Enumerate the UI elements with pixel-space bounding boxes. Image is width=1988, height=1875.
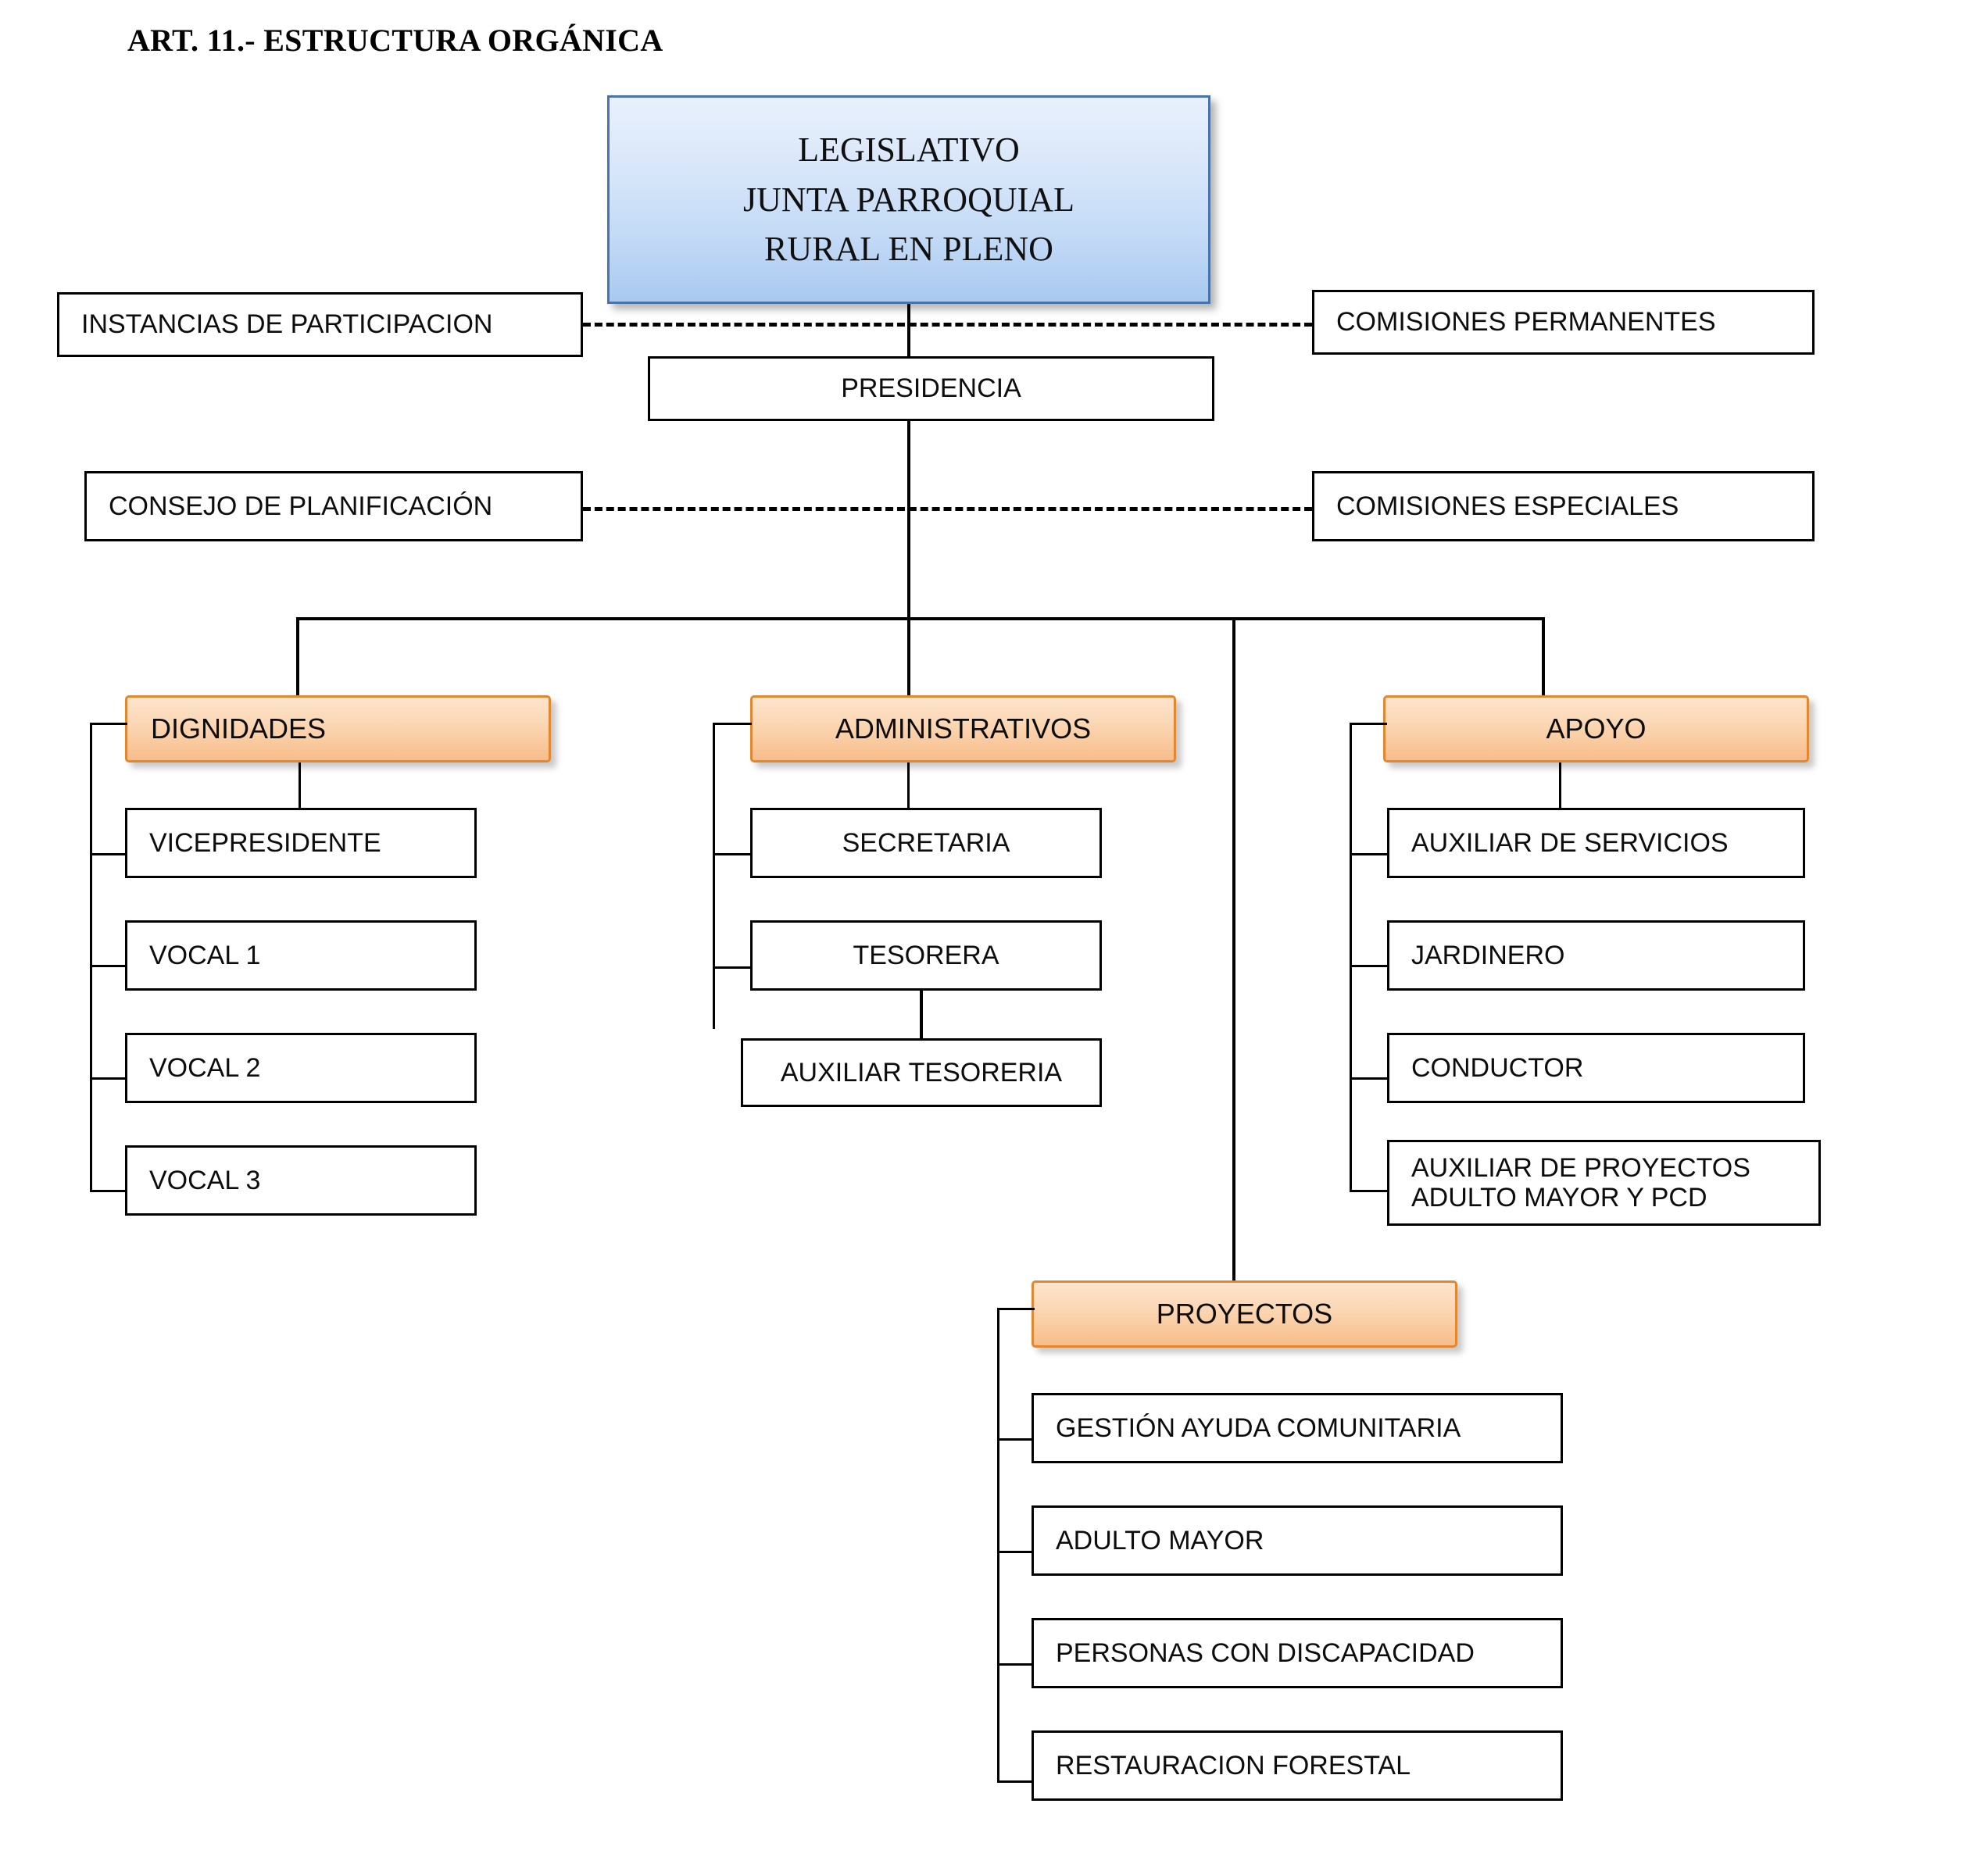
spine-apoyo	[1350, 723, 1352, 1192]
node-label: VOCAL 1	[149, 940, 261, 970]
page-title: ART. 11.- ESTRUCTURA ORGÁNICA	[127, 23, 663, 58]
node-label-multiline: AUXILIAR DE PROYECTOS ADULTO MAYOR Y PCD	[1411, 1153, 1818, 1212]
node-secretaria[interactable]: SECRETARIA	[750, 808, 1102, 878]
connector-root-to-presidencia	[907, 304, 910, 356]
node-vocal-3[interactable]: VOCAL 3	[125, 1145, 477, 1216]
stub-dignidades-child-3	[90, 1190, 127, 1192]
node-label: CONSEJO DE PLANIFICACIÓN	[109, 491, 493, 521]
stub-apoyo-child-1	[1350, 965, 1387, 967]
node-consejo-de-planificacion[interactable]: CONSEJO DE PLANIFICACIÓN	[84, 471, 583, 541]
stub-dignidades-child-0	[90, 853, 127, 855]
node-label: TESORERA	[853, 940, 999, 970]
node-label: AUXILIAR DE SERVICIOS	[1411, 827, 1729, 858]
connector-apoyo-to-auxiliar-servicios	[1559, 762, 1561, 808]
node-auxiliar-de-proyectos-adulto-mayor-pcd[interactable]: AUXILIAR DE PROYECTOS ADULTO MAYOR Y PCD	[1387, 1140, 1821, 1226]
stub-dignidades-child-1	[90, 965, 127, 967]
node-jardinero[interactable]: JARDINERO	[1387, 920, 1805, 991]
stub-apoyo-child-3	[1350, 1190, 1387, 1192]
stub-administrativos-child-1	[713, 966, 752, 969]
stub-proyectos-child-2	[997, 1663, 1035, 1666]
node-label: COMISIONES ESPECIALES	[1336, 491, 1679, 521]
dashed-link-instancias-comisiones-permanentes	[583, 323, 1312, 327]
connector-bus-to-proyectos	[1232, 617, 1235, 1280]
root-line-1: LEGISLATIVO	[798, 130, 1020, 169]
node-personas-con-discapacidad[interactable]: PERSONAS CON DISCAPACIDAD	[1032, 1618, 1563, 1688]
node-vocal-2[interactable]: VOCAL 2	[125, 1033, 477, 1103]
root-line-3: RURAL EN PLENO	[764, 230, 1053, 269]
node-vicepresidente[interactable]: VICEPRESIDENTE	[125, 808, 477, 878]
connector-dignidades-to-vicepresidente	[299, 762, 301, 808]
group-header-apoyo[interactable]: APOYO	[1383, 695, 1809, 762]
root-line-2: JUNTA PARROQUIAL	[743, 180, 1074, 219]
node-label: RESTAURACION FORESTAL	[1056, 1750, 1411, 1780]
group-label: DIGNIDADES	[151, 712, 327, 745]
node-restauracion-forestal[interactable]: RESTAURACION FORESTAL	[1032, 1730, 1563, 1801]
node-auxiliar-tesoreria[interactable]: AUXILIAR TESORERIA	[741, 1038, 1102, 1107]
node-legislativo-junta-parroquial[interactable]: LEGISLATIVO JUNTA PARROQUIAL RURAL EN PL…	[607, 95, 1210, 304]
node-label: INSTANCIAS DE PARTICIPACION	[81, 309, 493, 340]
group-header-administrativos[interactable]: ADMINISTRATIVOS	[750, 695, 1176, 762]
connector-bus-to-administrativos	[907, 617, 910, 695]
connector-presidencia-trunk	[907, 421, 910, 619]
node-label-line-2: ADULTO MAYOR Y PCD	[1411, 1183, 1707, 1212]
stub-proyectos-child-1	[997, 1551, 1035, 1553]
node-label: AUXILIAR TESORERIA	[780, 1057, 1063, 1088]
node-label: JARDINERO	[1411, 940, 1565, 970]
node-label: SECRETARIA	[842, 827, 1010, 858]
node-label: VOCAL 2	[149, 1052, 261, 1083]
node-label: CONDUCTOR	[1411, 1052, 1584, 1083]
stub-apoyo-header	[1350, 723, 1387, 725]
stub-administrativos-child-0	[713, 853, 752, 855]
node-tesorera[interactable]: TESORERA	[750, 920, 1102, 991]
node-label: PERSONAS CON DISCAPACIDAD	[1056, 1638, 1475, 1668]
node-vocal-1[interactable]: VOCAL 1	[125, 920, 477, 991]
connector-bus-to-dignidades	[296, 617, 299, 695]
node-comisiones-permanentes[interactable]: COMISIONES PERMANENTES	[1312, 290, 1815, 355]
spine-proyectos	[997, 1308, 999, 1783]
spine-administrativos	[713, 723, 715, 1029]
group-label: ADMINISTRATIVOS	[835, 712, 1092, 745]
stub-proyectos-header	[997, 1308, 1035, 1310]
node-label: COMISIONES PERMANENTES	[1336, 307, 1716, 338]
spine-dignidades	[90, 723, 92, 1192]
node-comisiones-especiales[interactable]: COMISIONES ESPECIALES	[1312, 471, 1815, 541]
stub-proyectos-child-0	[997, 1438, 1035, 1441]
group-label: PROYECTOS	[1156, 1298, 1333, 1330]
stub-proyectos-child-3	[997, 1780, 1035, 1783]
node-auxiliar-de-servicios[interactable]: AUXILIAR DE SERVICIOS	[1387, 808, 1805, 878]
stub-administrativos-header	[713, 723, 752, 725]
group-label: APOYO	[1546, 712, 1647, 745]
node-label-line-1: AUXILIAR DE PROYECTOS	[1411, 1152, 1750, 1183]
node-instancias-de-participacion[interactable]: INSTANCIAS DE PARTICIPACION	[57, 292, 583, 357]
node-conductor[interactable]: CONDUCTOR	[1387, 1033, 1805, 1103]
node-label: PRESIDENCIA	[841, 373, 1021, 404]
connector-administrativos-to-secretaria	[907, 762, 910, 808]
stub-apoyo-child-2	[1350, 1077, 1387, 1080]
node-label: VOCAL 3	[149, 1165, 261, 1195]
group-header-dignidades[interactable]: DIGNIDADES	[125, 695, 551, 762]
connector-bus-to-apoyo	[1542, 617, 1545, 695]
node-label: ADULTO MAYOR	[1056, 1525, 1264, 1555]
node-label: GESTIÓN AYUDA COMUNITARIA	[1056, 1412, 1461, 1443]
dashed-link-consejo-comisiones-especiales	[583, 507, 1312, 511]
stub-dignidades-child-2	[90, 1077, 127, 1080]
connector-main-bus	[296, 617, 1545, 620]
group-header-proyectos[interactable]: PROYECTOS	[1032, 1280, 1457, 1348]
node-presidencia[interactable]: PRESIDENCIA	[648, 356, 1214, 421]
node-adulto-mayor[interactable]: ADULTO MAYOR	[1032, 1505, 1563, 1576]
node-gestion-ayuda-comunitaria[interactable]: GESTIÓN AYUDA COMUNITARIA	[1032, 1393, 1563, 1463]
stub-apoyo-child-0	[1350, 853, 1387, 855]
node-label: VICEPRESIDENTE	[149, 827, 381, 858]
stub-dignidades-header	[90, 723, 127, 725]
connector-tesorera-to-auxiliar-tesoreria	[920, 991, 923, 1038]
